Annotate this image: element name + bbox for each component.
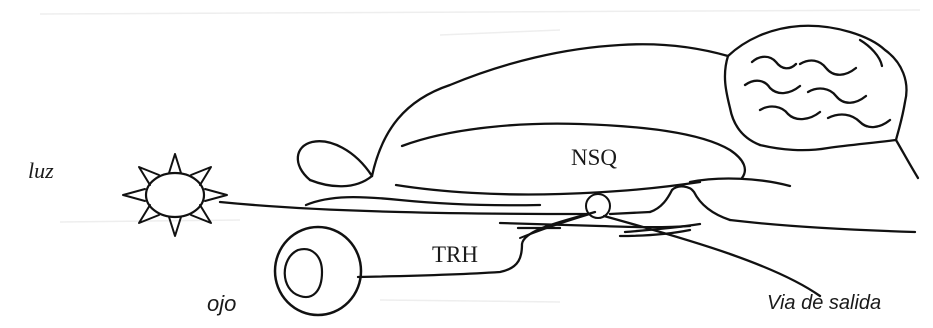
sun-icon (123, 154, 227, 236)
eye-icon (275, 227, 361, 315)
output-pathway-label: Via de salida (767, 293, 881, 313)
brain-outline (220, 26, 918, 236)
nsq-label: NSQ (571, 146, 617, 169)
eye-label: ojo (207, 293, 236, 315)
light-label: luz (28, 160, 54, 182)
background-artifacts (40, 10, 920, 302)
trh-label: TRH (432, 243, 478, 266)
